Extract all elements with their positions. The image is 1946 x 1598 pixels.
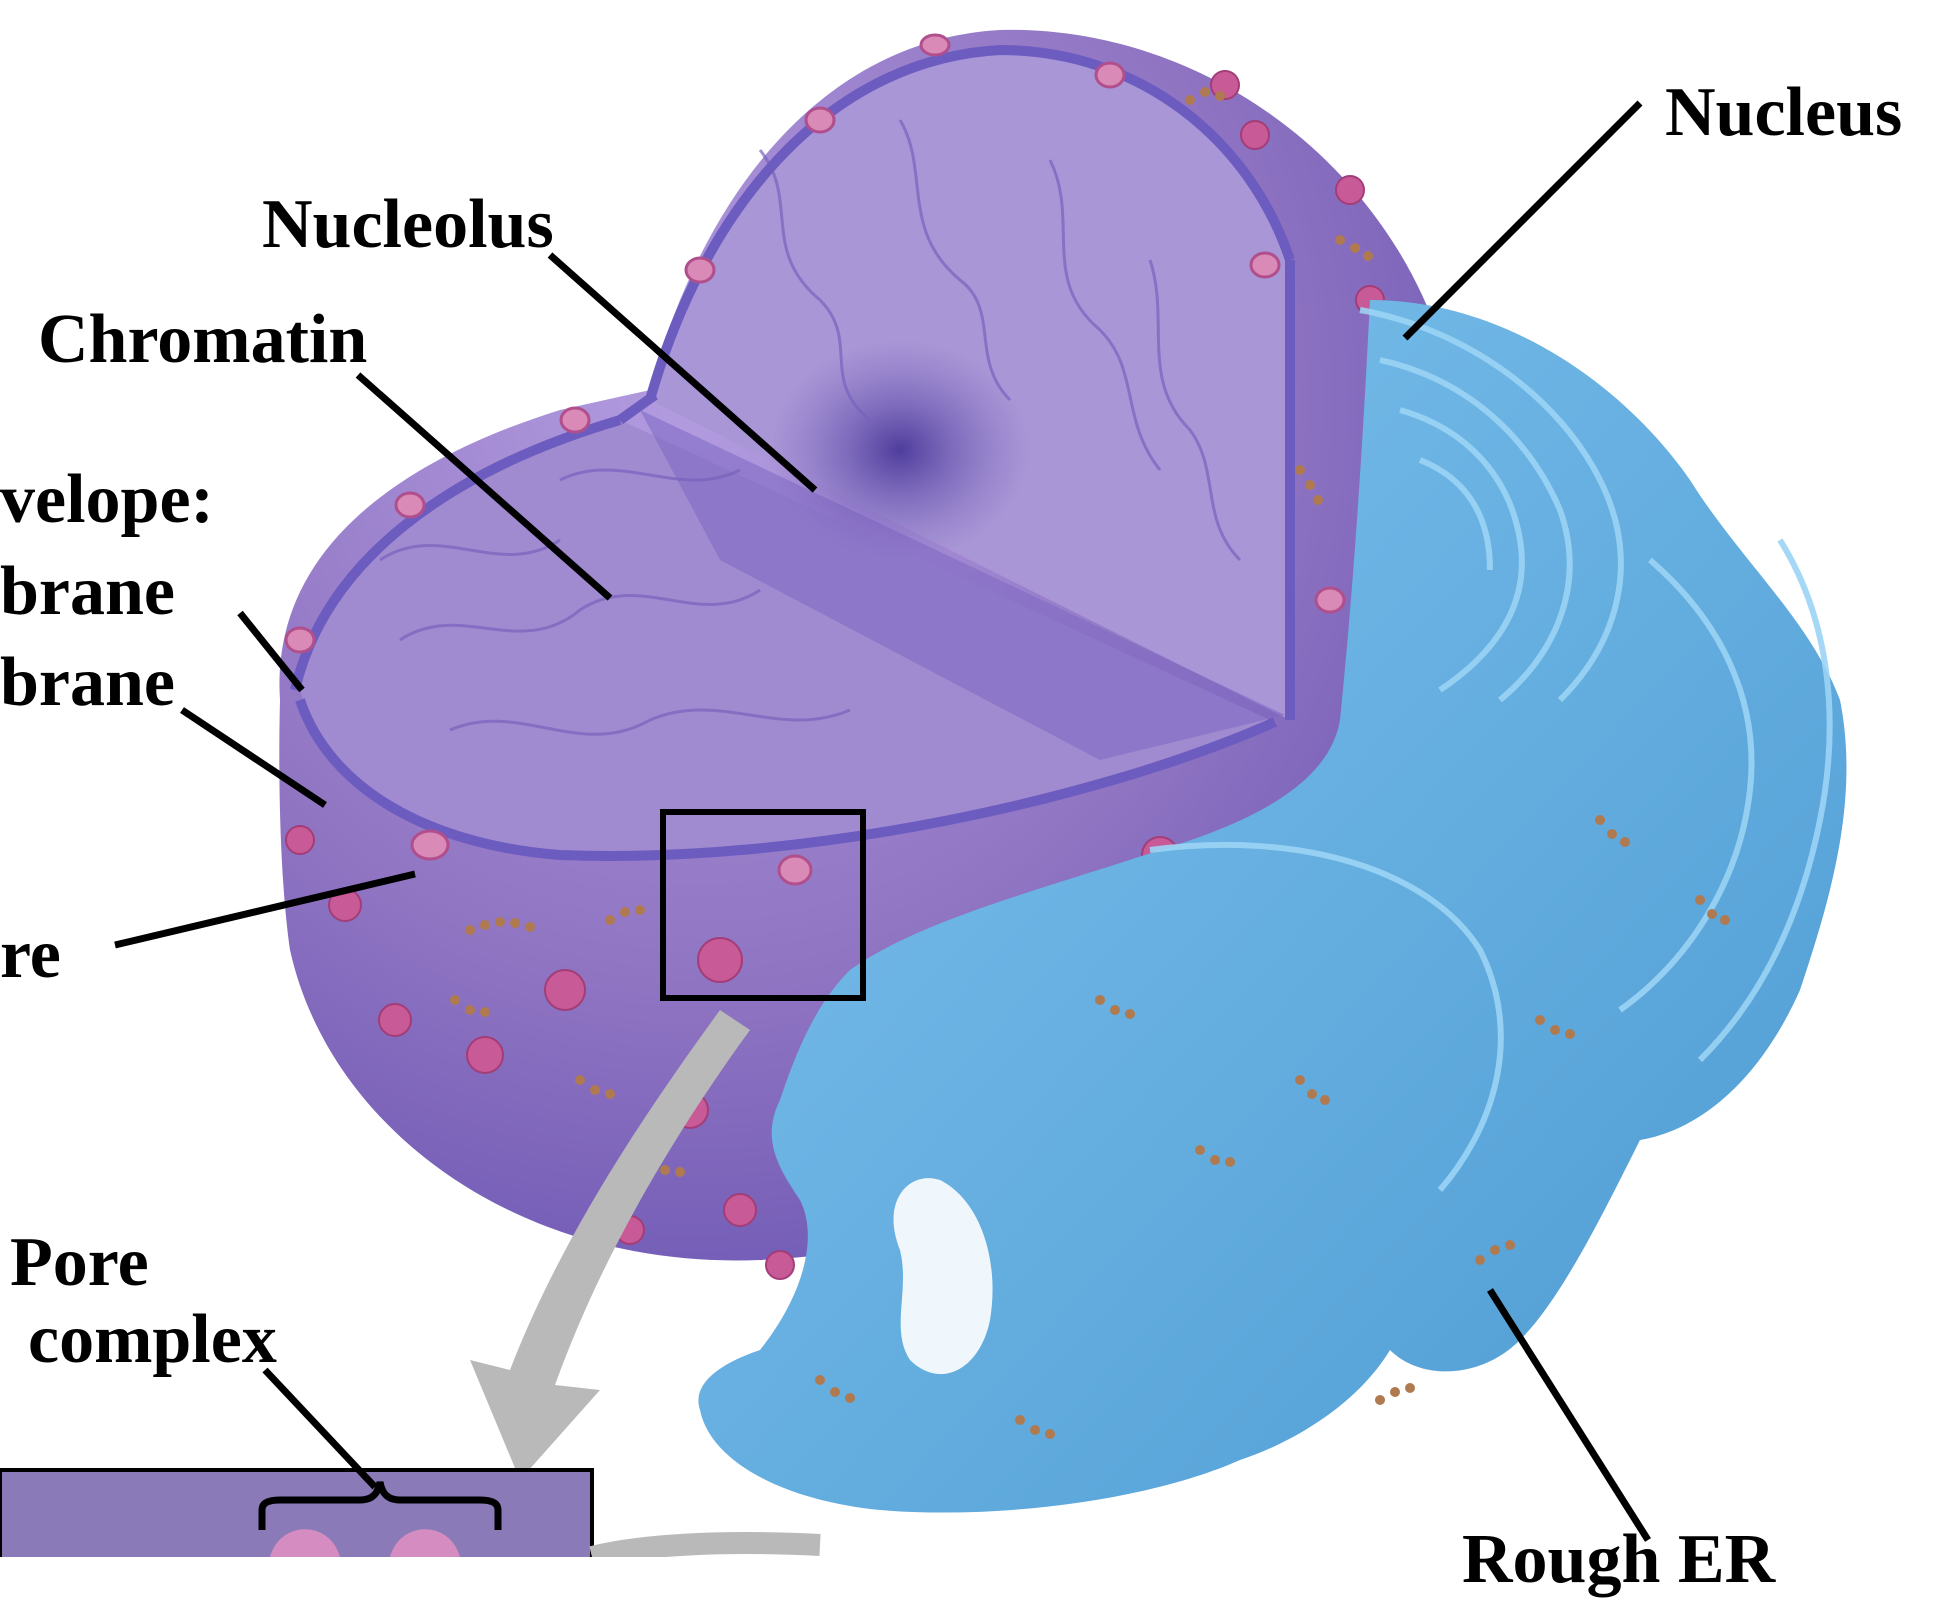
label-envelope-fragment: velope: bbox=[0, 465, 214, 535]
nucleus-diagram: Nucleus Nucleolus Chromatin velope: bran… bbox=[0, 0, 1946, 1557]
label-membrane-fragment-2: brane bbox=[0, 648, 175, 718]
inset-enlargement bbox=[0, 1470, 820, 1557]
label-nucleus: Nucleus bbox=[1665, 78, 1902, 148]
label-pore-complex-line2: complex bbox=[28, 1305, 277, 1375]
label-rough-er: Rough ER bbox=[1462, 1525, 1775, 1595]
label-pore-complex-line1: Pore bbox=[10, 1228, 149, 1298]
label-nucleolus: Nucleolus bbox=[262, 190, 554, 260]
label-membrane-fragment-1: brane bbox=[0, 557, 175, 627]
label-chromatin: Chromatin bbox=[38, 305, 367, 375]
leader-nucleus bbox=[1405, 103, 1640, 338]
leader-rough-er bbox=[1490, 1290, 1648, 1540]
label-pore-fragment: re bbox=[0, 920, 61, 990]
